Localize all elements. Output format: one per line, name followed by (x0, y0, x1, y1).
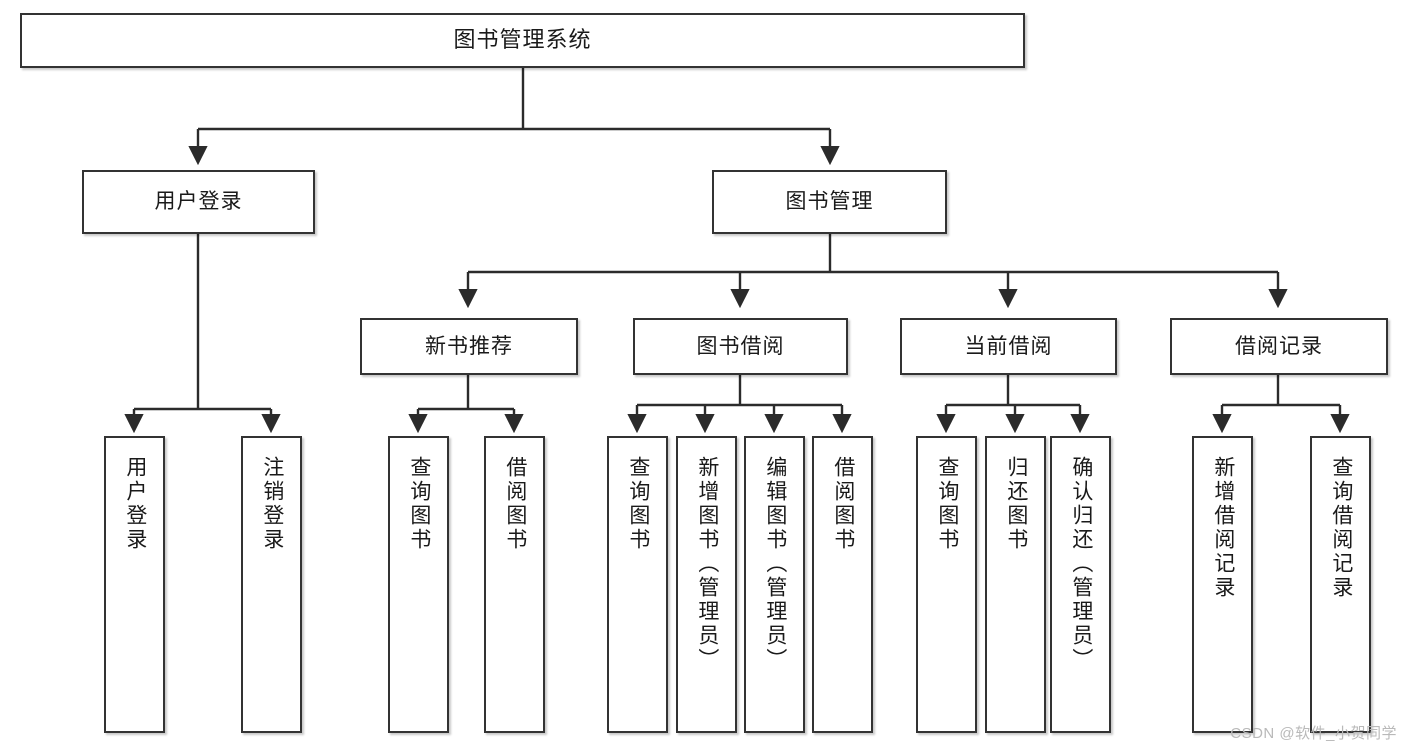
leaf-book-borrow-1[interactable]: 查询图书 (607, 436, 668, 733)
leaf-book-borrow-2-label: 新增图书（管理员） (695, 456, 719, 672)
leaf-current-borrow-3-label: 确认归还（管理员） (1069, 456, 1093, 672)
node-borrow-record-label: 借阅记录 (1235, 334, 1323, 358)
node-new-book-recommend[interactable]: 新书推荐 (360, 318, 578, 375)
node-book-borrow-label: 图书借阅 (696, 334, 785, 358)
leaf-new-book-1[interactable]: 查询图书 (388, 436, 449, 733)
node-book-management-label: 图书管理 (785, 190, 874, 214)
node-root[interactable]: 图书管理系统 (20, 13, 1025, 68)
leaf-new-book-2-label: 借阅图书 (503, 456, 527, 552)
leaf-book-borrow-1-label: 查询图书 (626, 456, 650, 552)
node-user-login-label: 用户登录 (154, 190, 243, 214)
leaf-book-borrow-4[interactable]: 借阅图书 (812, 436, 873, 733)
leaf-current-borrow-2[interactable]: 归还图书 (985, 436, 1046, 733)
leaf-user-login-1[interactable]: 用户登录 (104, 436, 165, 733)
leaf-borrow-record-1-label: 新增借阅记录 (1211, 456, 1235, 600)
leaf-book-borrow-2[interactable]: 新增图书（管理员） (676, 436, 737, 733)
leaf-borrow-record-2-label: 查询借阅记录 (1329, 456, 1353, 600)
node-user-login[interactable]: 用户登录 (82, 170, 315, 234)
leaf-current-borrow-1[interactable]: 查询图书 (916, 436, 977, 733)
leaf-user-login-2[interactable]: 注销登录 (241, 436, 302, 733)
leaf-book-borrow-4-label: 借阅图书 (831, 456, 855, 552)
leaf-borrow-record-2[interactable]: 查询借阅记录 (1310, 436, 1371, 733)
leaf-current-borrow-3[interactable]: 确认归还（管理员） (1050, 436, 1111, 733)
leaf-current-borrow-2-label: 归还图书 (1004, 456, 1028, 552)
watermark: CSDN @软件_小贺同学 (1230, 725, 1397, 742)
leaf-user-login-2-label: 注销登录 (260, 456, 284, 552)
leaf-new-book-2[interactable]: 借阅图书 (484, 436, 545, 733)
node-root-label: 图书管理系统 (453, 27, 592, 53)
node-current-borrow[interactable]: 当前借阅 (900, 318, 1117, 375)
leaf-current-borrow-1-label: 查询图书 (935, 456, 959, 552)
leaf-user-login-1-label: 用户登录 (123, 456, 147, 552)
node-book-management[interactable]: 图书管理 (712, 170, 947, 234)
leaf-borrow-record-1[interactable]: 新增借阅记录 (1192, 436, 1253, 733)
node-current-borrow-label: 当前借阅 (964, 334, 1053, 358)
leaf-book-borrow-3-label: 编辑图书（管理员） (763, 456, 787, 672)
leaf-new-book-1-label: 查询图书 (407, 456, 431, 552)
node-borrow-record[interactable]: 借阅记录 (1170, 318, 1388, 375)
leaf-book-borrow-3[interactable]: 编辑图书（管理员） (744, 436, 805, 733)
node-new-book-recommend-label: 新书推荐 (425, 334, 513, 358)
node-book-borrow[interactable]: 图书借阅 (633, 318, 848, 375)
